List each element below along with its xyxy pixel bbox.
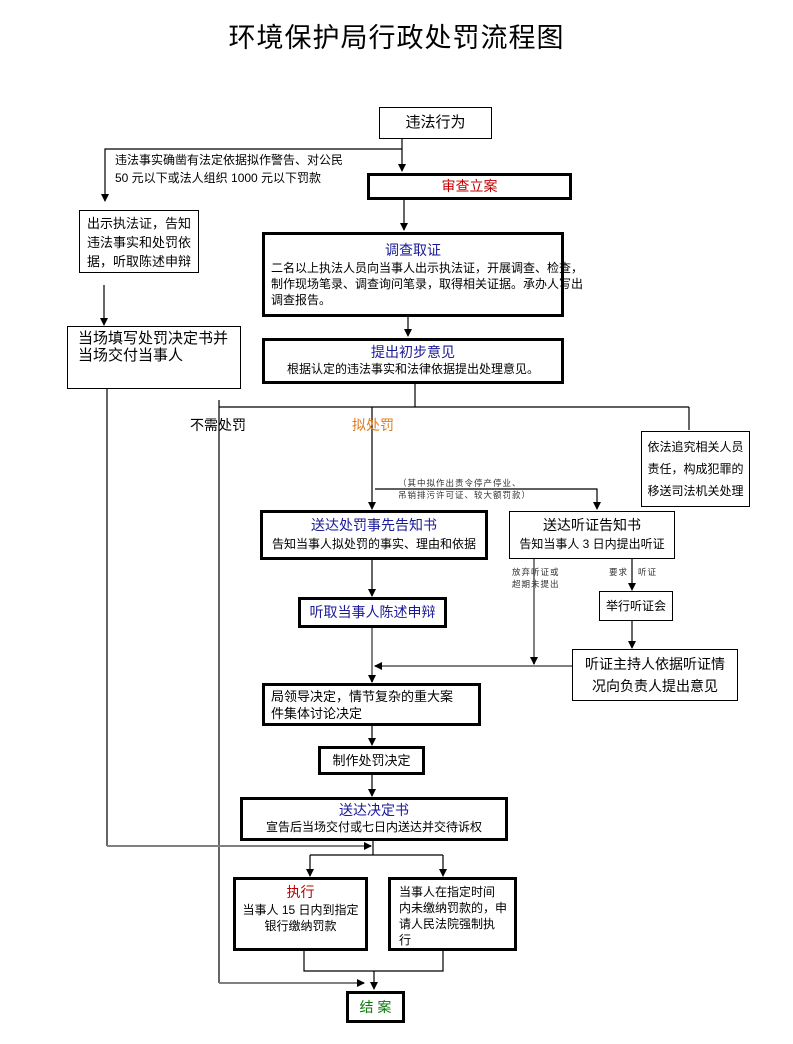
page-title: 环境保护局行政处罚流程图 — [228, 23, 565, 53]
edge-execute-enforce-join — [303, 950, 444, 972]
node-line: 责任，构成犯罪的 — [647, 462, 744, 476]
node-line: 出示执法证，告知 — [86, 216, 191, 231]
node-line: 当场交付当事人 — [78, 347, 184, 364]
node-violation-label: 违法行为 — [405, 114, 466, 131]
node-line: 听证主持人依据听证情 — [585, 656, 725, 672]
node-line: 违法事实和处罚依 — [86, 235, 191, 250]
node-line: 况向负责人提出意见 — [592, 678, 718, 694]
hearing-label: 听证 — [638, 567, 658, 577]
node-execute: 执行 当事人 15 日内到指定 银行缴纳罚款 — [233, 877, 368, 951]
node-make-decision: 制作处罚决定 — [318, 746, 425, 775]
node-line: 当场填写处罚决定书并 — [78, 330, 229, 347]
node-deliver-title: 送达决定书 — [339, 802, 409, 818]
node-refer-judicial: 依法追究相关人员 责任，构成犯罪的 移送司法机关处理 — [641, 431, 750, 507]
node-line: 内未缴纳罚款的，申 — [399, 901, 508, 915]
node-hold-hearing: 举行听证会 — [599, 591, 673, 621]
waive-hearing-label: 放弃听证或 超期未提出 — [512, 566, 560, 590]
node-statement-label: 听取当事人陈述申辩 — [309, 604, 436, 620]
node-hear-statement: 听取当事人陈述申辩 — [298, 597, 447, 628]
waive-hearing-line: 超期未提出 — [512, 579, 560, 589]
request-label: 要求 — [609, 567, 629, 577]
node-line: 据，听取陈述申辩 — [86, 254, 191, 269]
node-line: 当事人 15 日内到指定 — [242, 903, 359, 917]
node-line: 制作现场笔录、调查询问笔录，取得相关证据。承办人写出 — [271, 277, 584, 291]
node-investigate: 调查取证 二名以上执法人员向当事人出示执法证，开展调查、检查， 制作现场笔录、调… — [262, 232, 584, 317]
node-hold-hearing-label: 举行听证会 — [605, 599, 666, 613]
node-hearing-notice-body: 告知当事人 3 日内提出听证 — [519, 537, 665, 551]
node-hearing-notice: 送达听证告知书 告知当事人 3 日内提出听证 — [509, 511, 675, 559]
summary-condition-line: 50 元以下或法人组织 1000 元以下罚款 — [115, 171, 322, 185]
node-prenotice-body: 告知当事人拟处罚的事实、理由和依据 — [271, 537, 476, 551]
node-line: 移送司法机关处理 — [647, 484, 744, 498]
node-deliver-decision: 送达决定书 宣告后当场交付或七日内送达并交待诉权 — [240, 797, 508, 841]
waive-hearing-line: 放弃听证或 — [512, 567, 560, 577]
node-review-label: 审查立案 — [441, 178, 498, 194]
node-line: 行 — [399, 933, 412, 947]
node-opinion-body: 根据认定的违法事实和法律依据提出处理意见。 — [286, 362, 539, 376]
node-line: 依法追究相关人员 — [647, 440, 744, 454]
branch-label-no-penalty: 不需处罚 — [190, 417, 246, 433]
hearing-condition-line: （其中拟作出责令停产停业、 — [398, 478, 522, 488]
node-leader-decision: 局领导决定，情节复杂的重大案 件集体讨论决定 — [262, 683, 481, 726]
node-execute-title: 执行 — [286, 884, 315, 900]
node-show-certificate: 出示执法证，告知 违法事实和处罚依 据，听取陈述申辩 — [79, 210, 199, 273]
branch-label-propose-penalty: 拟处罚 — [352, 417, 394, 433]
node-line: 银行缴纳罚款 — [264, 919, 337, 933]
node-investigate-title: 调查取证 — [385, 242, 441, 258]
node-review: 审查立案 — [367, 173, 572, 200]
node-hearing-host: 听证主持人依据听证情 况向负责人提出意见 — [572, 649, 738, 701]
node-close-case: 结 案 — [346, 991, 405, 1023]
node-hearing-notice-title: 送达听证告知书 — [543, 517, 641, 533]
node-preliminary-opinion: 提出初步意见 根据认定的违法事实和法律依据提出处理意见。 — [262, 338, 564, 384]
node-line: 局领导决定，情节复杂的重大案 — [271, 689, 454, 704]
node-court-enforcement: 当事人在指定时间 内未缴纳罚款的，申 请人民法院强制执 行 — [388, 877, 517, 951]
node-line: 当事人在指定时间 — [399, 885, 496, 899]
node-prenotice: 送达处罚事先告知书 告知当事人拟处罚的事实、理由和依据 — [260, 510, 488, 560]
node-violation: 违法行为 — [379, 107, 492, 139]
node-prenotice-title: 送达处罚事先告知书 — [311, 517, 437, 533]
node-opinion-title: 提出初步意见 — [371, 344, 455, 360]
hearing-condition-line: 吊销排污许可证、较大额罚款） — [398, 490, 532, 500]
node-onsite-decision: 当场填写处罚决定书并 当场交付当事人 — [67, 326, 241, 389]
node-line: 调查报告。 — [271, 293, 332, 307]
node-line: 二名以上执法人员向当事人出示执法证，开展调查、检查， — [271, 261, 584, 275]
node-line: 请人民法院强制执 — [399, 917, 496, 931]
node-make-decision-label: 制作处罚决定 — [332, 753, 411, 768]
summary-procedure-condition: 违法事实确凿有法定依据拟作警告、对公民 50 元以下或法人组织 1000 元以下… — [115, 151, 343, 187]
hearing-condition-label: （其中拟作出责令停产停业、 吊销排污许可证、较大额罚款） — [398, 477, 531, 501]
summary-condition-line: 违法事实确凿有法定依据拟作警告、对公民 — [115, 153, 344, 167]
node-line: 件集体讨论决定 — [271, 706, 363, 721]
node-close-label: 结 案 — [359, 999, 392, 1015]
node-deliver-body: 宣告后当场交付或七日内送达并交待诉权 — [265, 820, 482, 834]
